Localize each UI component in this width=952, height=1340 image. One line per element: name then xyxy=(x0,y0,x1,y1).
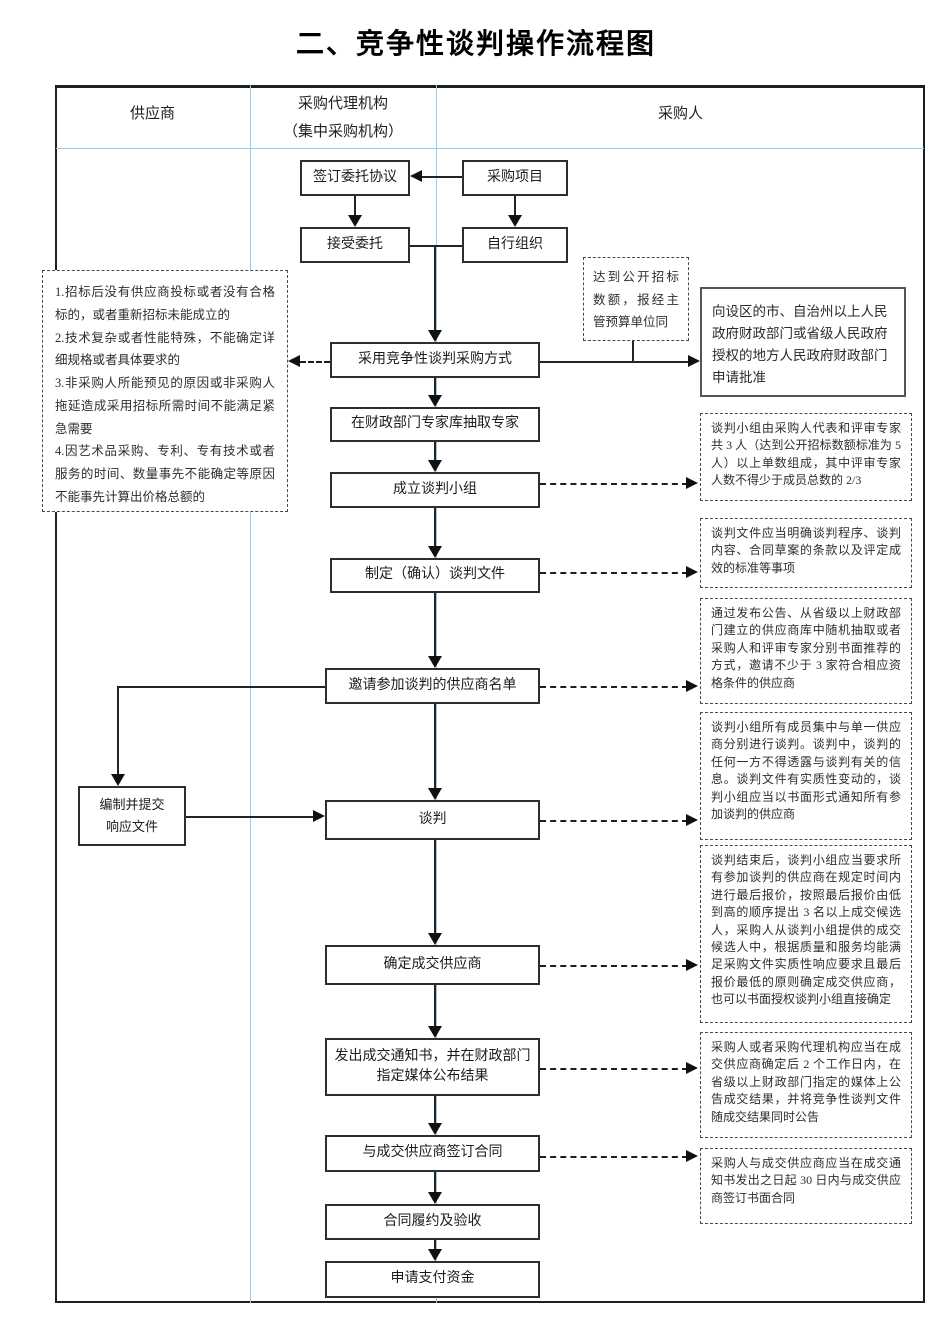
connector-negotiate-to-confirm xyxy=(434,840,436,933)
connector-left-down-to-response xyxy=(117,686,119,775)
arrowhead-notice-to-contract xyxy=(428,1123,442,1135)
arrowhead-adopt-to-approval xyxy=(688,355,700,367)
lane-divider-1 xyxy=(250,85,251,1303)
connector-adopt-to-approval xyxy=(540,361,688,363)
box-self-organize: 自行组织 xyxy=(462,227,568,263)
arrowhead-adopt-to-reasons xyxy=(288,355,300,367)
arrowhead-negotiate-to-note xyxy=(686,814,698,826)
connector-confirm-to-notice xyxy=(434,985,436,1026)
box-form-team: 成立谈判小组 xyxy=(330,472,540,508)
arrowhead-adopt-to-experts xyxy=(428,395,442,407)
lane-header-agency-line1: 采购代理机构 xyxy=(297,96,388,112)
page-title: 二、竞争性谈判操作流程图 xyxy=(295,29,656,60)
box-adopt-method: 采用竞争性谈判采购方式 xyxy=(330,342,540,378)
connector-perform-to-pay xyxy=(434,1240,436,1250)
connector-invite-to-left xyxy=(118,686,325,688)
arrowhead-negotiate-to-confirm xyxy=(428,933,442,945)
note-confirm: 谈判结束后，谈判小组应当要求所有参加谈判的供应商在规定时间内进行最后报价，按照最… xyxy=(700,845,912,1023)
reason-3: 3.非采购人所能预见的原因或非采购人拖延造成采用招标所需时间不能满足紧急需要 xyxy=(55,376,275,436)
box-extract-experts: 在财政部门专家库抽取专家 xyxy=(330,407,540,442)
box-negotiate: 谈判 xyxy=(325,800,540,840)
arrowhead-experts-to-team xyxy=(428,460,442,472)
box-make-docs: 制定（确认）谈判文件 xyxy=(330,558,540,593)
arrowhead-down-to-adopt xyxy=(428,330,442,342)
box-confirm-supplier: 确定成交供应商 xyxy=(325,945,540,985)
note-reasons: 1.招标后没有供应商投标或者没有合格标的，或者重新招标未能成立的 2.技术复杂或… xyxy=(42,270,288,512)
arrowhead-team-to-note xyxy=(686,477,698,489)
lane-header-purchaser: 采购人 xyxy=(657,106,703,122)
note-announce: 采购人或者采购代理机构应当在成交供应商确定后 2 个工作日内，在省级以上财政部门… xyxy=(700,1032,912,1138)
connector-sign-to-accept xyxy=(354,196,356,217)
box-sign-agreement: 签订委托协议 xyxy=(300,160,410,196)
connector-experts-to-team xyxy=(434,442,436,460)
header-separator xyxy=(56,148,924,149)
arrowhead-response-to-negotiate xyxy=(313,810,325,822)
arrowhead-docs-to-note xyxy=(686,566,698,578)
arrowhead-perform-to-pay xyxy=(428,1249,442,1261)
connector-response-to-negotiate xyxy=(186,816,314,818)
arrowhead-confirm-to-note xyxy=(686,959,698,971)
box-prepare-response-line2: 响应文件 xyxy=(105,819,158,834)
connector-accept-self xyxy=(410,245,462,247)
note-docs: 谈判文件应当明确谈判程序、谈判内容、合同草案的条款以及评定成效的标准等事项 xyxy=(700,518,912,588)
arrowhead-docs-to-invite xyxy=(428,656,442,668)
arrowhead-sign-to-accept xyxy=(348,215,362,227)
connector-adopt-to-experts xyxy=(434,378,436,395)
arrowhead-contract-to-perform xyxy=(428,1192,442,1204)
connector-project-to-sign xyxy=(422,176,462,178)
connector-threshold-tick xyxy=(632,341,634,361)
lane-header-agency-line2: （集中采购机构） xyxy=(282,123,403,140)
note-threshold: 达到公开招标数额，报经主管预算单位同 xyxy=(583,257,689,341)
connector-confirm-to-note xyxy=(540,965,688,967)
arrowhead-notice-to-note xyxy=(686,1062,698,1074)
connector-invite-to-note xyxy=(540,686,688,688)
note-invite: 通过发布公告、从省级以上财政部门建立的供应商库中随机抽取或者采购人和评审专家分别… xyxy=(700,598,912,704)
connector-down-to-adopt xyxy=(434,245,436,330)
lane-header-agency: 采购代理机构 （集中采购机构） xyxy=(250,91,436,147)
arrowhead-project-to-self xyxy=(508,215,522,227)
connector-project-to-self xyxy=(514,196,516,217)
box-approval: 向设区的市、自治州以上人民政府财政部门或省级人民政府授权的地方人民政府财政部门申… xyxy=(700,287,906,397)
box-prepare-response: 编制并提交 响应文件 xyxy=(78,786,186,846)
connector-docs-to-invite xyxy=(434,593,436,656)
connector-team-to-docs xyxy=(434,508,436,546)
reason-2: 2.技术复杂或者性能特殊，不能确定详细规格或者具体要求的 xyxy=(55,330,275,368)
box-project: 采购项目 xyxy=(462,160,568,196)
arrowhead-project-to-sign xyxy=(410,170,422,182)
connector-invite-to-negotiate xyxy=(434,704,436,788)
box-perform-accept: 合同履约及验收 xyxy=(325,1204,540,1240)
box-issue-notice: 发出成交通知书，并在财政部门指定媒体公布结果 xyxy=(325,1038,540,1096)
box-accept: 接受委托 xyxy=(300,227,410,263)
connector-negotiate-to-note xyxy=(540,820,688,822)
connector-adopt-to-reasons xyxy=(300,361,330,363)
arrowhead-invite-to-negotiate xyxy=(428,788,442,800)
box-invite-list: 邀请参加谈判的供应商名单 xyxy=(325,668,540,704)
arrowhead-to-response xyxy=(111,774,125,786)
note-contract: 采购人与成交供应商应当在成交通知书发出之日起 30 日内与成交供应商签订书面合同 xyxy=(700,1148,912,1224)
reason-1: 1.招标后没有供应商投标或者没有合格标的，或者重新招标未能成立的 xyxy=(55,285,275,322)
note-team: 谈判小组由采购人代表和评审专家共 3 人（达到公开招标数额标准为 5 人）以上单… xyxy=(700,413,912,501)
arrowhead-contract-to-note xyxy=(686,1150,698,1162)
lane-header-supplier: 供应商 xyxy=(129,106,175,122)
arrowhead-confirm-to-notice xyxy=(428,1026,442,1038)
connector-team-to-note xyxy=(540,483,688,485)
connector-docs-to-note xyxy=(540,572,688,574)
note-negotiation: 谈判小组所有成员集中与单一供应商分别进行谈判。谈判中，谈判的任何一方不得透露与谈… xyxy=(700,712,912,840)
arrowhead-team-to-docs xyxy=(428,546,442,558)
box-prepare-response-line1: 编制并提交 xyxy=(99,796,165,812)
box-sign-contract: 与成交供应商签订合同 xyxy=(325,1135,540,1172)
connector-notice-to-contract xyxy=(434,1096,436,1123)
arrowhead-invite-to-note xyxy=(686,680,698,692)
connector-notice-to-note xyxy=(540,1068,688,1070)
connector-contract-to-perform xyxy=(434,1172,436,1192)
box-apply-payment: 申请支付资金 xyxy=(325,1261,540,1298)
connector-contract-to-note xyxy=(540,1156,688,1158)
reason-4: 4.因艺术品采购、专利、专有技术或者服务的时间、数量事先不能确定等原因不能事先计… xyxy=(55,444,275,504)
